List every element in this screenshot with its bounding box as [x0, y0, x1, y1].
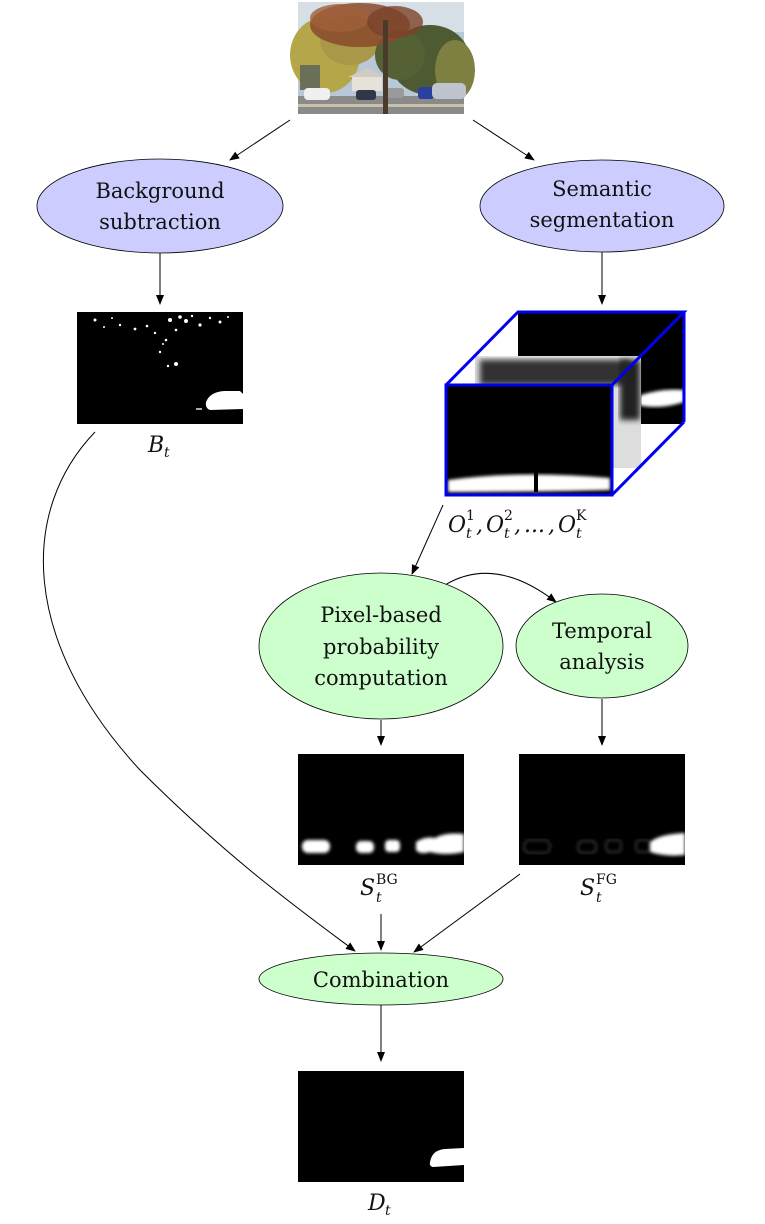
edge-ot-to-pixelprob	[411, 504, 444, 575]
node-combination: Combination	[258, 952, 504, 1006]
node-background-subtraction: Background subtraction	[36, 158, 284, 254]
ot-sup-1: 1	[466, 508, 475, 524]
st-bg-label: S BG t	[360, 872, 398, 906]
dt-label: D t	[367, 1191, 391, 1219]
bt-mask-image	[77, 312, 243, 424]
input-street-image	[290, 2, 475, 114]
node-pixel-probability: Pixel-based probability computation	[258, 572, 504, 720]
ot-label: O 1 t , O 2 t , ... , O K t	[448, 508, 587, 542]
ot-sep-2: ,	[514, 513, 521, 538]
node-semantic-segmentation: Semantic segmentation	[479, 159, 725, 253]
edge-stfg-to-combination	[413, 873, 521, 953]
bt-main: B	[147, 433, 164, 458]
ot-sup-3: K	[576, 508, 587, 524]
st-fg-label: S FG t	[580, 872, 617, 906]
ot-sup-2: 2	[504, 508, 513, 524]
ot-sep-3: ,	[548, 513, 555, 538]
node-label-line1: Background	[95, 179, 224, 203]
ot-sub-2: t	[504, 526, 510, 542]
dt-main: D	[367, 1191, 386, 1216]
node-label-line1: Combination	[313, 968, 449, 992]
node-label-line1: Semantic	[552, 177, 652, 201]
ot-segmentation-cube	[444, 310, 688, 497]
node-label-line2: segmentation	[530, 208, 675, 232]
ot-sub-1: t	[466, 526, 472, 542]
st-fg-sup: FG	[596, 872, 617, 888]
dt-mask-image	[298, 1071, 464, 1182]
edge-input-to-semseg	[472, 119, 535, 161]
node-label-line1: Pixel-based	[320, 603, 442, 627]
ot-ellipsis: ...	[524, 513, 545, 538]
st-bg-sup: BG	[376, 872, 398, 888]
node-label-line3: computation	[314, 666, 448, 690]
bt-label: B t	[147, 433, 170, 461]
bt-sub: t	[164, 445, 170, 461]
node-temporal-analysis: Temporal analysis	[515, 593, 689, 699]
edge-input-to-bgsub	[229, 119, 291, 161]
node-label-line2: subtraction	[99, 210, 221, 234]
st-bg-image	[298, 754, 464, 865]
ot-sub-3: t	[576, 526, 582, 542]
edge-pixelprob-to-temporal	[444, 572, 557, 603]
ot-sep-1: ,	[476, 513, 483, 538]
node-label-line2: analysis	[559, 650, 644, 674]
st-bg-sub: t	[376, 890, 382, 906]
node-label-line1: Temporal	[552, 619, 652, 643]
st-bg-main: S	[360, 876, 375, 901]
ot-main-2: O	[486, 513, 504, 538]
st-fg-main: S	[580, 876, 595, 901]
st-fg-sub: t	[596, 890, 602, 906]
edge-bt-to-combination	[42, 431, 356, 952]
st-fg-image	[519, 754, 685, 865]
dt-sub: t	[385, 1203, 391, 1219]
ot-main-3: O	[558, 513, 576, 538]
node-label-line2: probability	[323, 635, 439, 659]
ot-main-1: O	[448, 513, 466, 538]
